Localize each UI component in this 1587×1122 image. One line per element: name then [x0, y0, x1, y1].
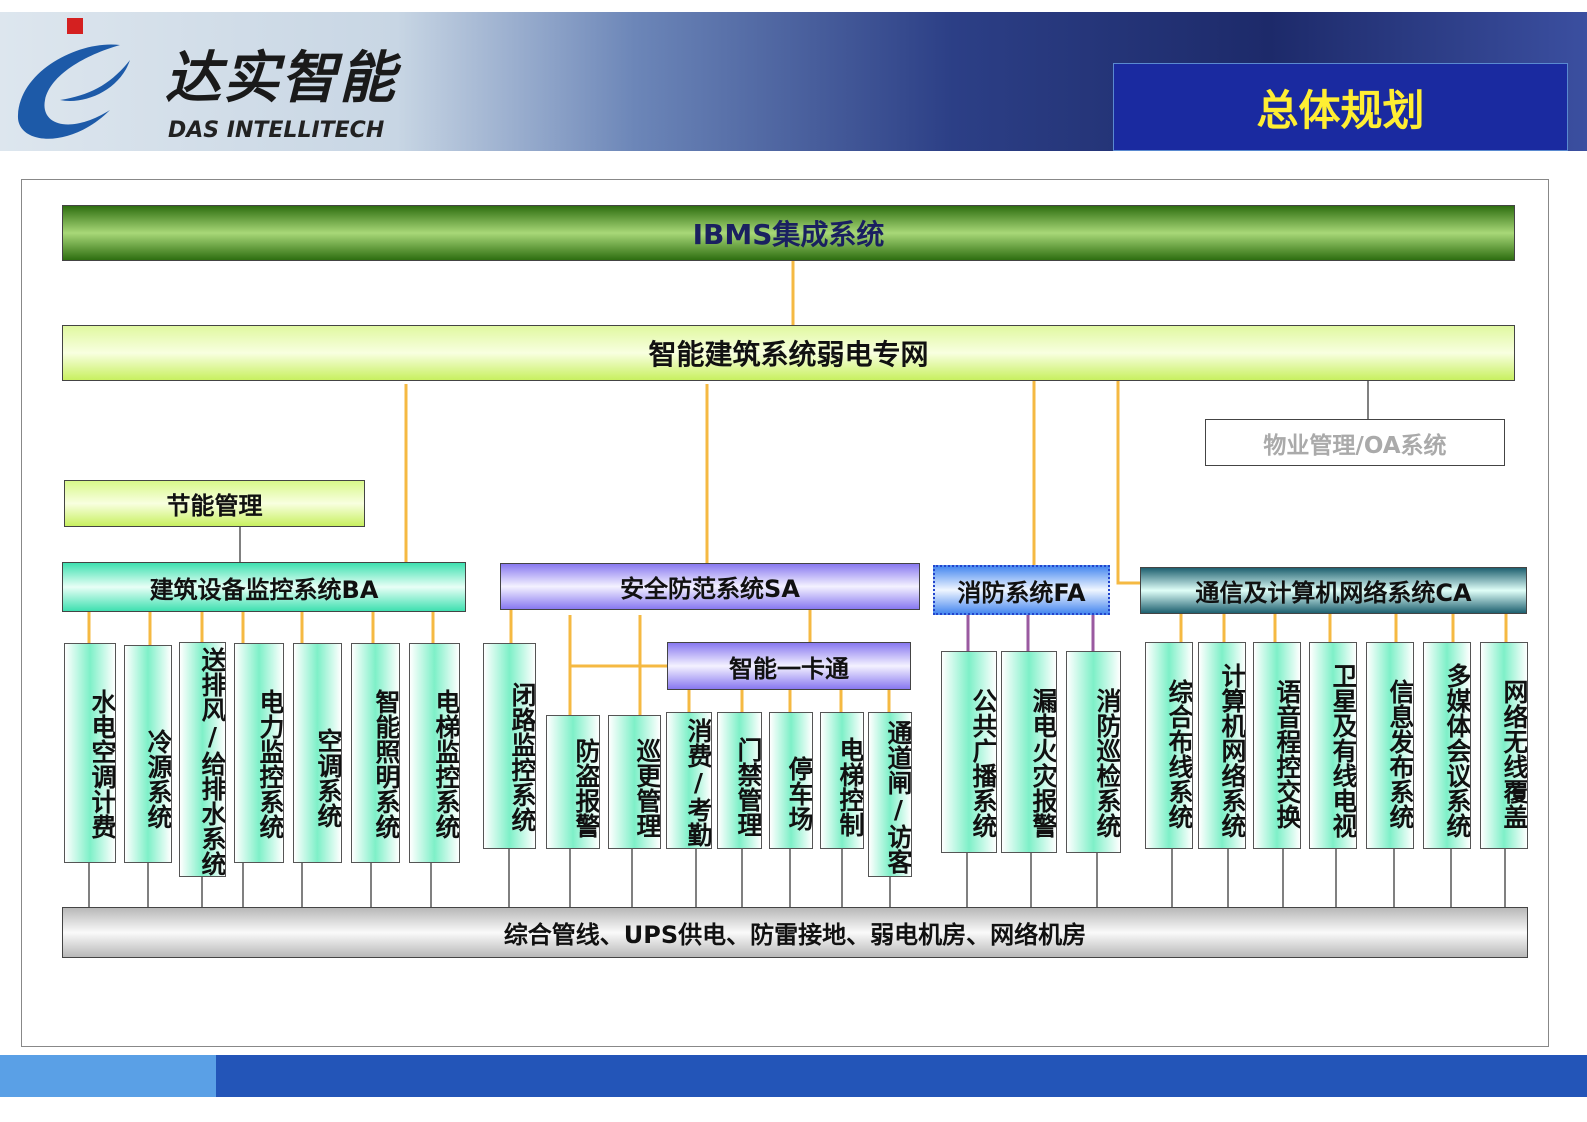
ca-item: 综合布线系统: [1145, 642, 1193, 849]
ca-item: 卫星及有线电视: [1309, 642, 1357, 849]
ca-item: 语音程控交换: [1253, 642, 1301, 849]
sa-item: 防盗报警: [546, 715, 600, 849]
ba-item: 电梯监控系统: [409, 643, 460, 863]
page-title: 总体规划: [1113, 63, 1568, 151]
sa-item: 门禁管理: [717, 712, 762, 849]
fa-item: 消防巡检系统: [1066, 651, 1121, 853]
ca-item: 计算机网络系统: [1198, 642, 1246, 849]
sa-item: 巡更管理: [608, 715, 661, 849]
sa-item: 消费/考勤: [666, 712, 712, 849]
ibms-bar: IBMS集成系统: [62, 205, 1515, 261]
sa-box: 安全防范系统SA: [500, 563, 920, 610]
footer-bar-left: [0, 1055, 216, 1097]
sa-item: 闭路监控系统: [483, 643, 536, 849]
fa-item: 公共广播系统: [941, 651, 997, 853]
ba-item: 电力监控系统: [234, 643, 284, 863]
ba-item: 送排风/给排水系统: [179, 642, 226, 877]
sa-item: 停车场: [769, 712, 813, 849]
ca-item: 网络无线覆盖: [1480, 642, 1528, 849]
ca-item: 多媒体会议系统: [1423, 642, 1471, 849]
logo-text-cn: 达实智能: [165, 46, 397, 111]
smart-card-box: 智能一卡通: [667, 642, 911, 690]
network-bar: 智能建筑系统弱电专网: [62, 325, 1515, 381]
ba-box: 建筑设备监控系统BA: [62, 562, 466, 612]
energy-box: 节能管理: [64, 480, 365, 527]
ca-box: 通信及计算机网络系统CA: [1140, 567, 1527, 614]
ca-item: 信息发布系统: [1366, 642, 1414, 849]
ba-item: 冷源系统: [124, 645, 172, 863]
fa-box: 消防系统FA: [933, 565, 1110, 615]
footer-bar-right: [216, 1055, 1587, 1097]
logo-text-en: DAS INTELLITECH: [168, 118, 385, 143]
infrastructure-bar: 综合管线、UPS供电、防雷接地、弱电机房、网络机房: [62, 907, 1528, 958]
ba-item: 水电空调计费: [64, 643, 116, 863]
fa-item: 漏电火灾报警: [1001, 651, 1057, 853]
ba-item: 智能照明系统: [351, 643, 400, 863]
company-logo-icon: [17, 18, 130, 139]
ba-item: 空调系统: [293, 643, 342, 863]
oa-box: 物业管理/OA系统: [1205, 419, 1505, 466]
sa-item: 电梯控制: [820, 712, 864, 849]
diagram-frame: [21, 179, 1549, 1047]
sa-item: 通道闸/访客: [868, 712, 912, 877]
